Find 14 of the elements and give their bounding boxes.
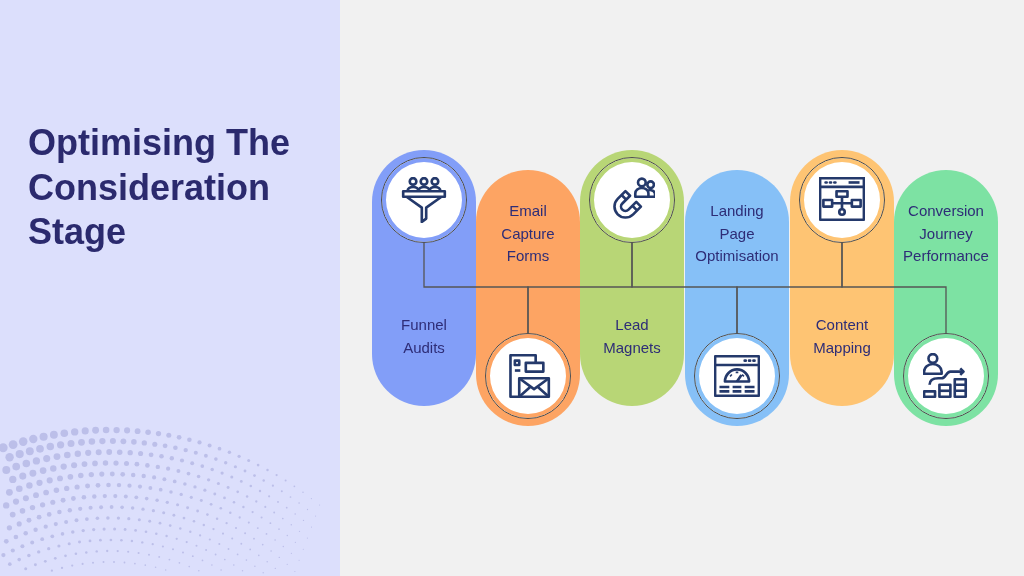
card-label: Email Capture Forms: [500, 201, 556, 267]
icon-circle: [799, 157, 885, 243]
title: Optimising The Consideration Stage: [28, 121, 291, 254]
card-label: Conversion Journey Performance: [902, 201, 990, 267]
connector-line: [841, 242, 947, 334]
card-label: Landing Page Optimisation: [694, 201, 780, 267]
icon-circle: [694, 333, 780, 419]
card-label: Funnel Audits: [400, 314, 448, 357]
card-label: Lead Magnets: [602, 314, 662, 358]
icon-circle: [381, 157, 467, 243]
icon-circle: [589, 157, 675, 243]
icon-circle: [903, 333, 989, 419]
card-label: Content Mapping: [812, 314, 872, 358]
icon-circle: [485, 333, 571, 419]
